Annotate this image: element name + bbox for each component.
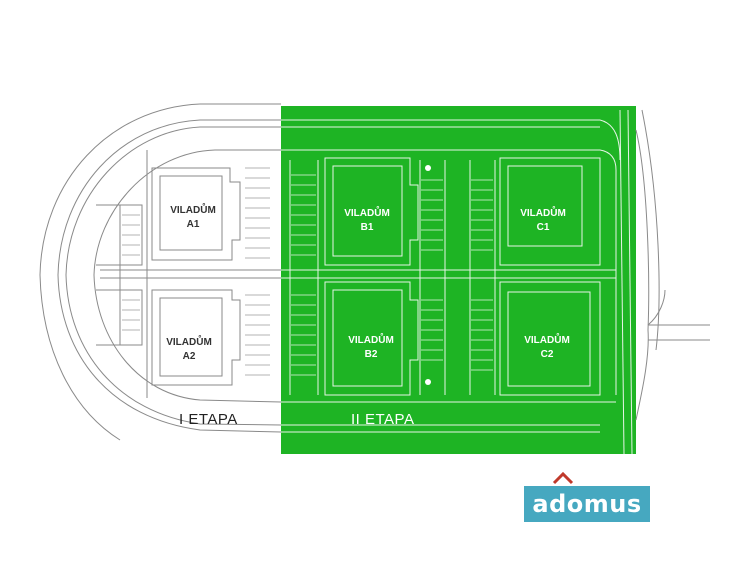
- building-a2: VILADŮM A2: [166, 334, 212, 362]
- phase-2-parking-stripes: [291, 174, 493, 376]
- building-b1: VILADŮM B1: [344, 205, 390, 233]
- east-road: [635, 109, 710, 421]
- building-c1-code: C1: [537, 222, 550, 233]
- building-b2-code: B2: [365, 349, 378, 360]
- building-a1-code: A1: [187, 219, 200, 230]
- phase-2-label: II ETAPA: [351, 411, 414, 428]
- house-roof-icon: [552, 471, 574, 485]
- wheelchair-icon: [425, 165, 431, 385]
- building-b2-name: VILADŮM: [348, 332, 394, 346]
- phase-1-parking-stripes: [122, 167, 270, 376]
- phase-2-linework: [281, 109, 633, 455]
- phase-2-zone: [281, 106, 636, 454]
- building-c2: VILADŮM C2: [524, 332, 570, 360]
- building-a2-code: A2: [183, 351, 196, 362]
- adomus-logo: adomus: [524, 471, 650, 522]
- phase-1-linework: [39, 103, 282, 441]
- logo-text: adomus: [532, 490, 641, 518]
- building-b2: VILADŮM B2: [348, 332, 394, 360]
- building-a1-name: VILADŮM: [170, 202, 216, 216]
- building-a2-name: VILADŮM: [166, 334, 212, 348]
- building-c1-name: VILADŮM: [520, 205, 566, 219]
- phase-1-label: I ETAPA: [179, 411, 238, 428]
- building-c1: VILADŮM C1: [520, 205, 566, 233]
- building-c2-code: C2: [541, 349, 554, 360]
- building-a1: VILADŮM A1: [170, 202, 216, 230]
- building-b1-code: B1: [361, 222, 374, 233]
- building-b1-name: VILADŮM: [344, 205, 390, 219]
- building-c2-name: VILADŮM: [524, 332, 570, 346]
